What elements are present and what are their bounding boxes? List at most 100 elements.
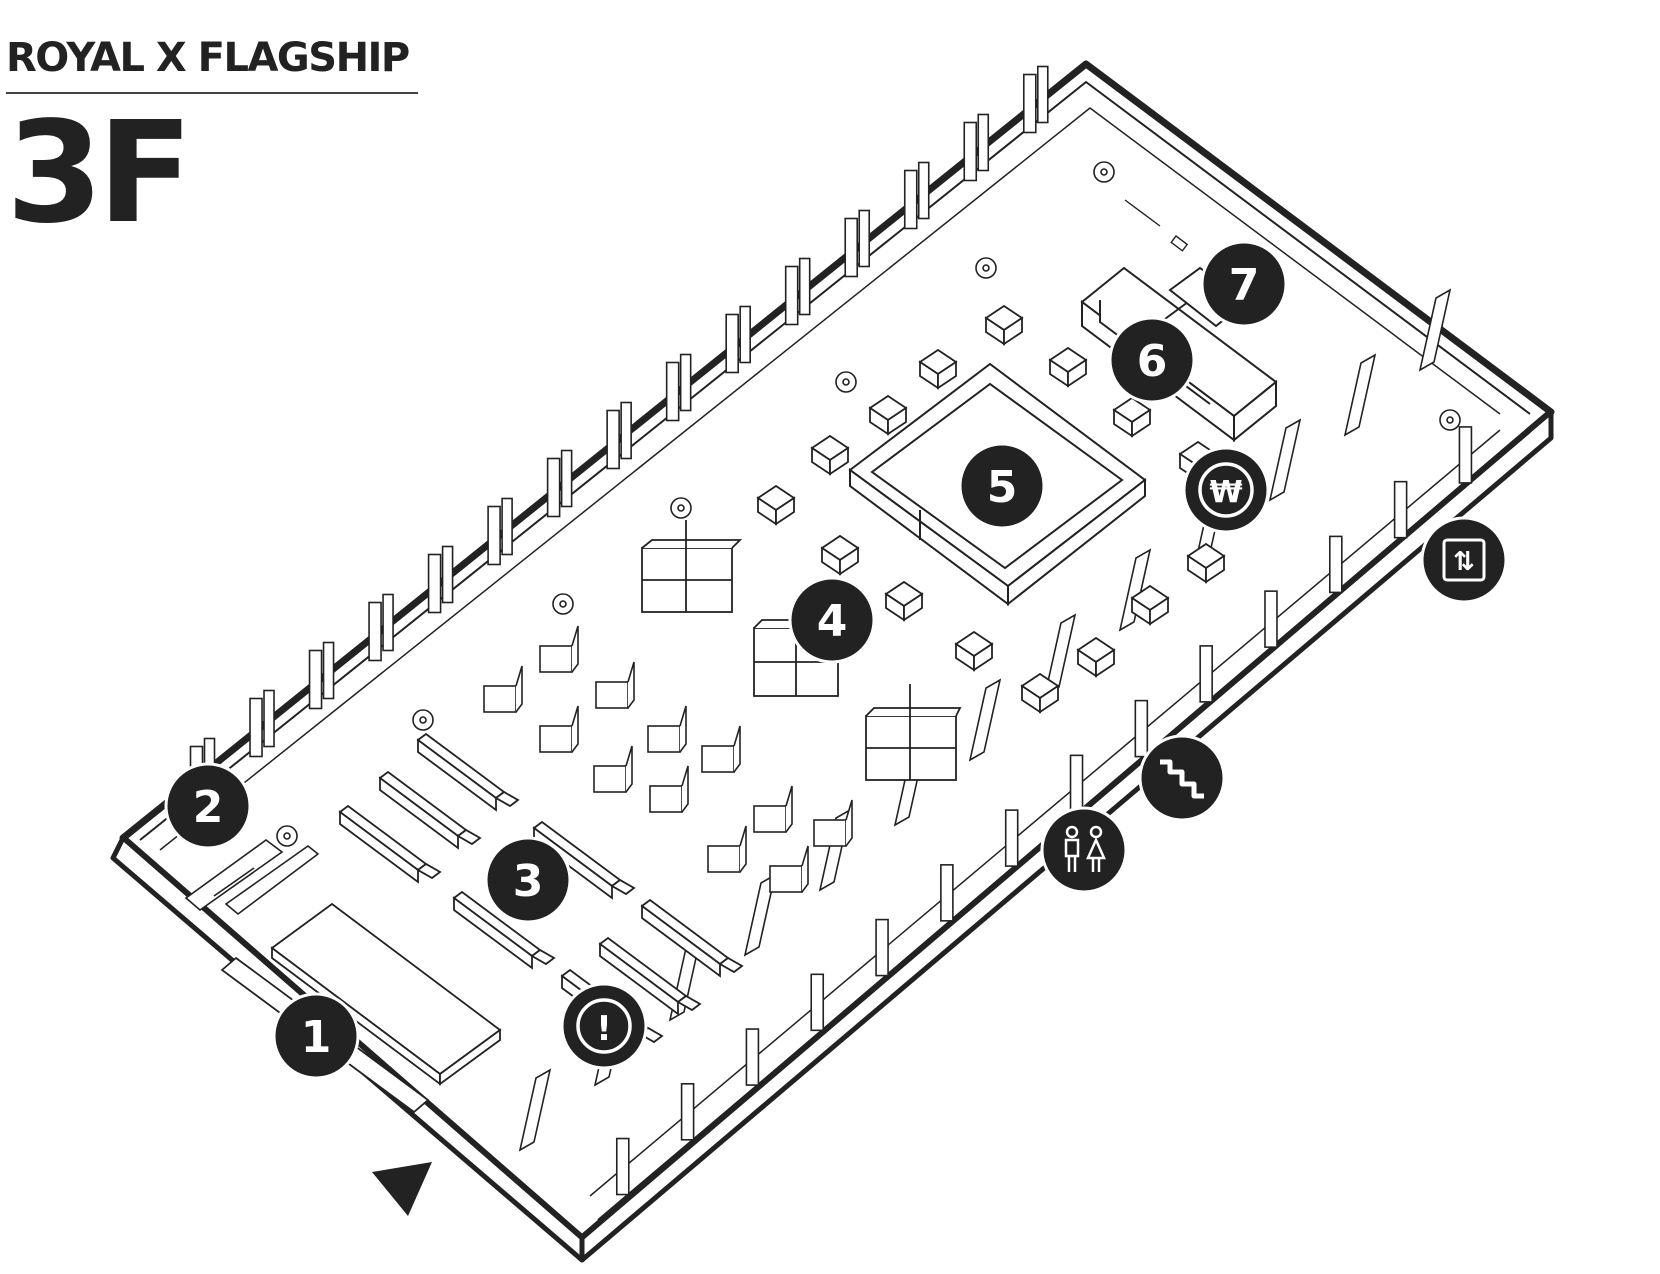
column — [1268, 418, 1302, 502]
floor-outlet-dot — [419, 716, 427, 724]
wall-window — [745, 1028, 760, 1086]
column — [1343, 353, 1377, 437]
header-divider — [6, 92, 418, 94]
wall-window — [620, 401, 632, 460]
display-cube-side — [1039, 684, 1059, 714]
wall-window — [963, 121, 978, 182]
svg-text:2: 2 — [193, 782, 224, 833]
chair-back — [515, 665, 523, 713]
bench-end — [718, 956, 744, 974]
wall-window — [308, 649, 323, 710]
elevator-icon[interactable]: ⇅ — [1420, 516, 1508, 604]
chair-back — [845, 799, 853, 847]
stairs-icon[interactable] — [1138, 734, 1226, 822]
display-cube-side — [1067, 358, 1087, 388]
floor-outlet-dot — [982, 264, 990, 272]
map-header: ROYAL X FLAGSHIP 3F — [6, 38, 418, 244]
svg-text:3: 3 — [513, 856, 544, 907]
display-cube-side — [829, 446, 849, 476]
floor-outlet-dot — [283, 832, 291, 840]
bench-side — [599, 942, 679, 1016]
marker-7[interactable]: 7 — [1200, 240, 1288, 328]
bench-side — [339, 810, 419, 884]
marker-1[interactable]: 1 — [272, 992, 360, 1080]
svg-text:⇅: ⇅ — [1453, 547, 1475, 577]
wall-window — [1004, 809, 1019, 867]
wall-window — [1069, 754, 1084, 813]
display-cube-side — [887, 406, 907, 436]
svg-text:₩: ₩ — [1209, 475, 1242, 510]
column — [968, 678, 1002, 762]
floor-label: 3F — [6, 92, 193, 255]
wall-window — [322, 641, 335, 700]
floor-outlet-dot — [677, 504, 685, 512]
marker-6[interactable]: 6 — [1108, 316, 1196, 404]
wall-window — [917, 161, 930, 220]
chair-back — [679, 705, 687, 753]
marker-4[interactable]: 4 — [788, 576, 876, 664]
shoe-rack — [184, 839, 320, 916]
chair-back — [571, 625, 579, 673]
chair — [707, 845, 741, 873]
wall-window — [784, 265, 799, 326]
display-cube-side — [775, 496, 795, 526]
chair — [649, 785, 683, 813]
entrance-arrow-icon — [372, 1162, 432, 1216]
chair — [483, 685, 517, 713]
chair-back — [801, 845, 809, 893]
chair-back — [625, 745, 633, 793]
svg-text:!: ! — [596, 1009, 612, 1049]
chair — [595, 681, 629, 709]
display-cube-side — [1095, 648, 1115, 678]
wall-window — [368, 601, 382, 662]
floor-outlet-dot — [842, 378, 850, 386]
column — [1418, 288, 1452, 372]
bench-end — [676, 994, 702, 1012]
wall-window — [903, 169, 918, 230]
bench-side — [641, 904, 721, 978]
display-cube-side — [1205, 554, 1225, 584]
wall-window — [1199, 645, 1213, 703]
wall-window — [810, 973, 825, 1032]
column — [518, 1068, 552, 1152]
bench-side — [417, 738, 497, 812]
wall-window — [1458, 426, 1473, 484]
display-cube-side — [937, 360, 957, 390]
chair-back — [733, 725, 741, 773]
svg-text:7: 7 — [1229, 260, 1260, 311]
chair — [539, 725, 573, 753]
marker-3[interactable]: 3 — [484, 836, 572, 924]
display-cube-side — [903, 592, 923, 622]
display-cubes — [756, 304, 1226, 714]
chair — [701, 745, 735, 773]
chair — [753, 805, 787, 833]
svg-text:4: 4 — [817, 596, 848, 647]
chair — [647, 725, 681, 753]
wall-window — [487, 505, 501, 566]
chair — [593, 765, 627, 793]
floor-outlet-dot — [559, 600, 567, 608]
display-cube-side — [973, 642, 993, 672]
wall-window — [858, 209, 871, 268]
chair-back — [627, 661, 635, 709]
display-cube-side — [839, 546, 859, 576]
info-exclamation-icon[interactable]: ! — [560, 982, 648, 1070]
store-name: ROYAL X FLAGSHIP — [6, 35, 410, 81]
display-cube-side — [1131, 408, 1151, 438]
bench — [378, 770, 468, 838]
wall-window — [940, 864, 954, 922]
restroom-icon[interactable] — [1040, 806, 1128, 894]
bench-end — [494, 790, 520, 808]
wall-window — [606, 409, 620, 470]
chair-back — [739, 825, 747, 873]
benches — [338, 732, 744, 1048]
wall-window — [560, 449, 573, 508]
entrance-table — [220, 902, 502, 1114]
chair-back — [571, 705, 579, 753]
chair-back — [785, 785, 793, 833]
wall-window — [875, 918, 889, 977]
wall-window — [725, 313, 739, 374]
marker-5[interactable]: 5 — [958, 442, 1046, 530]
marker-2[interactable]: 2 — [164, 762, 252, 850]
won-currency-icon[interactable]: ₩ — [1182, 446, 1270, 534]
